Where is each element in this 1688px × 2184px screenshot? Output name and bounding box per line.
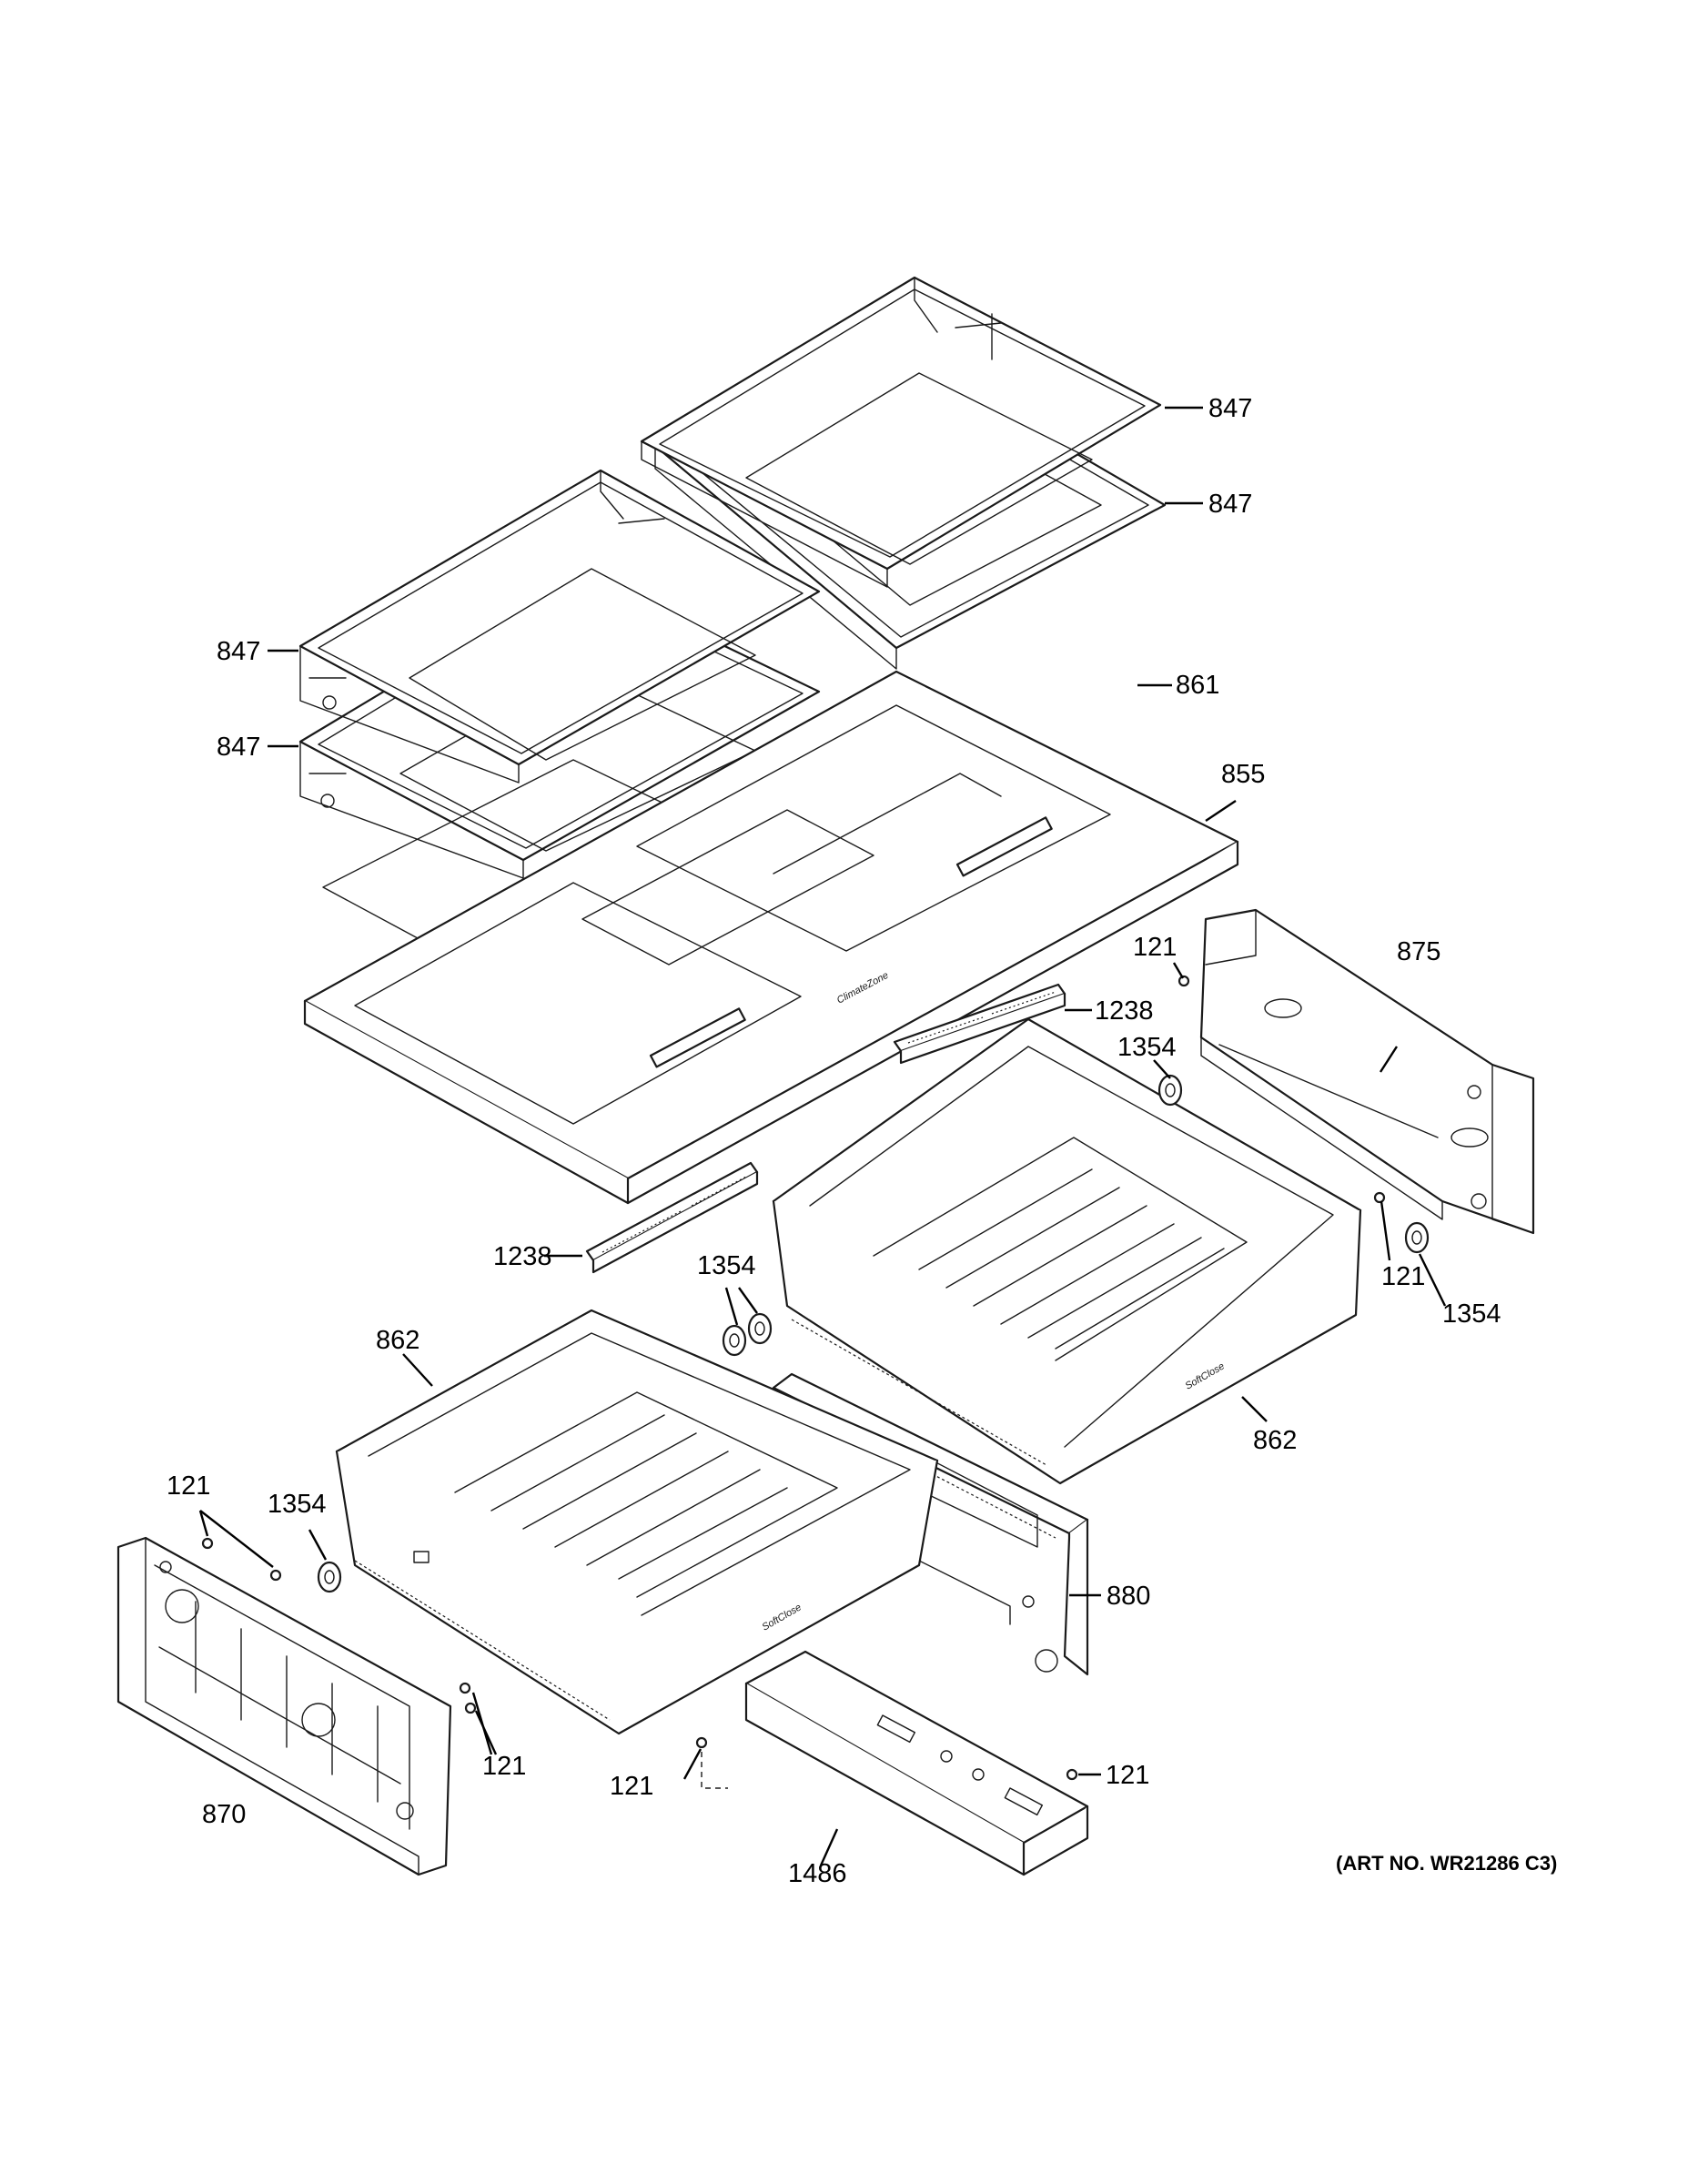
callout-861: 861	[1176, 671, 1219, 700]
callout-121-top: 121	[1133, 933, 1177, 962]
wheel-1354-right-bottom[interactable]	[1404, 1221, 1430, 1254]
channel-screw-guide	[701, 1752, 728, 1789]
rail-875-right[interactable]	[1199, 908, 1535, 1235]
callout-121-bracket: 121	[482, 1752, 526, 1781]
bracket-870[interactable]	[116, 1536, 452, 1876]
screw-121-left-a[interactable]	[201, 1537, 214, 1550]
callout-862-right: 862	[1253, 1426, 1297, 1455]
callout-121-channel: 121	[1106, 1761, 1149, 1790]
wheel-1354-center-a[interactable]	[722, 1324, 747, 1357]
callout-1354-right-top: 1354	[1117, 1033, 1177, 1062]
callout-121-left: 121	[167, 1471, 210, 1501]
wheel-1354-center-b[interactable]	[747, 1312, 773, 1345]
vent-1238-right[interactable]	[893, 983, 1066, 1065]
callout-880: 880	[1107, 1582, 1150, 1611]
screw-121-right[interactable]	[1373, 1191, 1386, 1204]
callout-847-left-lower: 847	[217, 733, 260, 762]
vent-1238-left[interactable]	[585, 1161, 759, 1274]
callout-862-left: 862	[376, 1326, 419, 1355]
channel-1486[interactable]	[744, 1650, 1089, 1876]
screw-121-top[interactable]	[1178, 975, 1190, 987]
leader-lines	[198, 406, 1447, 1866]
screw-121-bottom[interactable]	[695, 1736, 708, 1749]
screw-121-bracket-a[interactable]	[459, 1682, 471, 1694]
callout-855: 855	[1221, 760, 1265, 789]
drawer-862-right[interactable]: SoftClose	[772, 1017, 1362, 1485]
shelf-cover-855[interactable]: ClimateZone	[303, 670, 1239, 1205]
art-number: (ART NO. WR21286 C3)	[1336, 1852, 1557, 1875]
callout-847-right-lower: 847	[1208, 490, 1252, 519]
callout-875: 875	[1397, 937, 1440, 966]
wheel-1354-left[interactable]	[317, 1561, 342, 1593]
wheel-1354-right-top[interactable]	[1157, 1074, 1183, 1107]
screw-121-channel[interactable]	[1066, 1768, 1078, 1781]
callout-1354-right-bottom: 1354	[1442, 1299, 1501, 1329]
callout-121-bottom: 121	[610, 1772, 653, 1801]
callout-1238-left: 1238	[493, 1242, 552, 1271]
callout-1354-center: 1354	[697, 1251, 756, 1280]
callout-1238-right: 1238	[1095, 996, 1154, 1026]
callout-121-right: 121	[1381, 1262, 1425, 1291]
rail-880-center[interactable]	[772, 1372, 1089, 1676]
screw-121-bracket-b[interactable]	[464, 1702, 477, 1714]
callout-870: 870	[202, 1800, 246, 1829]
callout-847-left-top: 847	[217, 637, 260, 666]
drawer-862-left[interactable]: SoftClose	[335, 1309, 939, 1735]
callout-1354-left: 1354	[268, 1490, 327, 1519]
callout-847-right-top: 847	[1208, 394, 1252, 423]
callout-1486: 1486	[788, 1859, 847, 1888]
shelf-847-left-top[interactable]	[298, 469, 821, 784]
shelf-847-right-top[interactable]	[640, 276, 1162, 588]
screw-121-left-b[interactable]	[269, 1569, 282, 1582]
